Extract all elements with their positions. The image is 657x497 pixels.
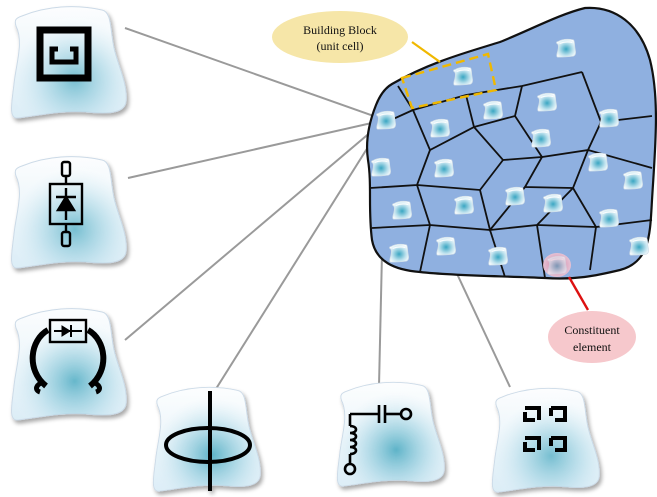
mini-element: [628, 236, 650, 256]
mini-element: [375, 110, 397, 130]
mini-element: [598, 108, 620, 128]
connector-line: [127, 119, 386, 179]
constituent-subtitle: element: [573, 340, 612, 354]
building-block-bubble: [272, 11, 408, 63]
constituent-title: Constituent: [564, 323, 620, 337]
connector-line: [213, 119, 386, 393]
constituent-callout: Constituent element: [548, 276, 636, 363]
metasurface: [366, 6, 657, 280]
diode-ring-icon: [29, 318, 107, 395]
connector-line: [124, 27, 386, 121]
mini-element: [536, 92, 558, 112]
building-block-title: Building Block: [303, 23, 377, 37]
tile-diode-loaded-ring: [11, 308, 127, 421]
mini-element: [429, 118, 451, 138]
tile-diode-element: [11, 156, 127, 269]
mini-element: [391, 200, 413, 220]
unit-cell-highlight: [400, 52, 498, 110]
diode-icon: [48, 160, 84, 248]
connector-line: [124, 119, 386, 341]
tile-inductor-capacitor-circuit: [336, 381, 445, 487]
building-block-callout: Building Block (unit cell): [272, 11, 441, 63]
lc-circuit-icon: [343, 405, 413, 476]
mini-element: [530, 128, 552, 148]
tile-square-rings-array: [491, 387, 600, 493]
mini-element: [622, 170, 644, 190]
mini-element: [482, 100, 504, 120]
mini-element: [452, 66, 474, 86]
mini-element: [370, 157, 392, 177]
mini-element: [388, 243, 410, 263]
mini-element: [598, 208, 620, 228]
mini-element: [504, 186, 526, 206]
metasurface-outline: [366, 6, 657, 280]
constituent-bubble: [548, 311, 636, 363]
mini-element: [435, 236, 457, 256]
mini-element: [487, 246, 509, 266]
square-rings-icon: [523, 406, 567, 452]
mini-element: [433, 158, 455, 178]
building-block-pointer: [411, 41, 441, 63]
constituent-pointer: [567, 276, 590, 311]
mini-element: [453, 195, 475, 215]
mini-element: [555, 38, 577, 58]
tile-split-ring-resonator: [11, 6, 127, 119]
constituent-element-highlight: [543, 253, 571, 277]
split-ring-icon: [36, 26, 92, 82]
tile-loop-wire: [152, 386, 261, 492]
mini-element: [587, 152, 609, 172]
loop-wire-icon: [164, 391, 252, 491]
building-block-subtitle: (unit cell): [317, 39, 364, 53]
mini-element: [542, 193, 564, 213]
